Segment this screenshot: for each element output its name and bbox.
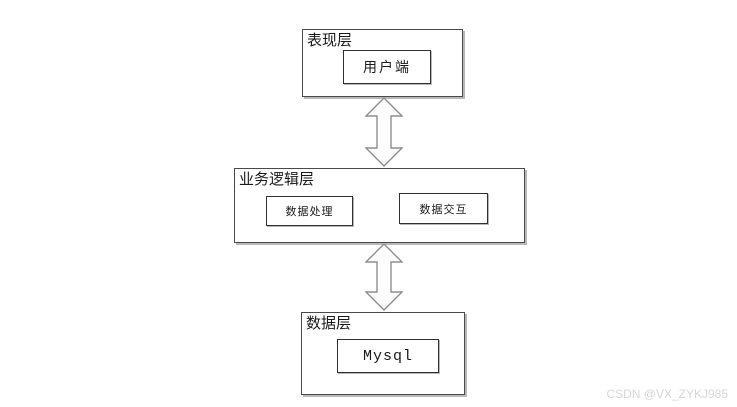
layer-box-business-logic: 业务逻辑层 数据处理 数据交互 [234,168,525,243]
node-data-processing-label: 数据处理 [285,206,334,218]
double-arrow-icon [365,97,403,167]
csdn-watermark: CSDN @VX_ZYKJ985 [606,387,728,401]
node-mysql: Mysql [337,339,439,373]
node-data-interaction-label: 数据交互 [419,203,468,216]
node-client: 用户端 [343,50,431,84]
node-data-interaction: 数据交互 [399,193,488,224]
layer-box-presentation: 表现层 用户端 [302,29,463,97]
node-client-label: 用户端 [363,61,411,76]
node-mysql-label: Mysql [362,347,413,365]
layer-label-presentation: 表现层 [307,33,353,49]
node-data-processing: 数据处理 [266,196,353,226]
layer-box-data: 数据层 Mysql [301,312,465,395]
layer-label-data: 数据层 [306,316,352,332]
layer-label-business-logic: 业务逻辑层 [239,172,315,188]
double-arrow-icon [365,243,403,311]
